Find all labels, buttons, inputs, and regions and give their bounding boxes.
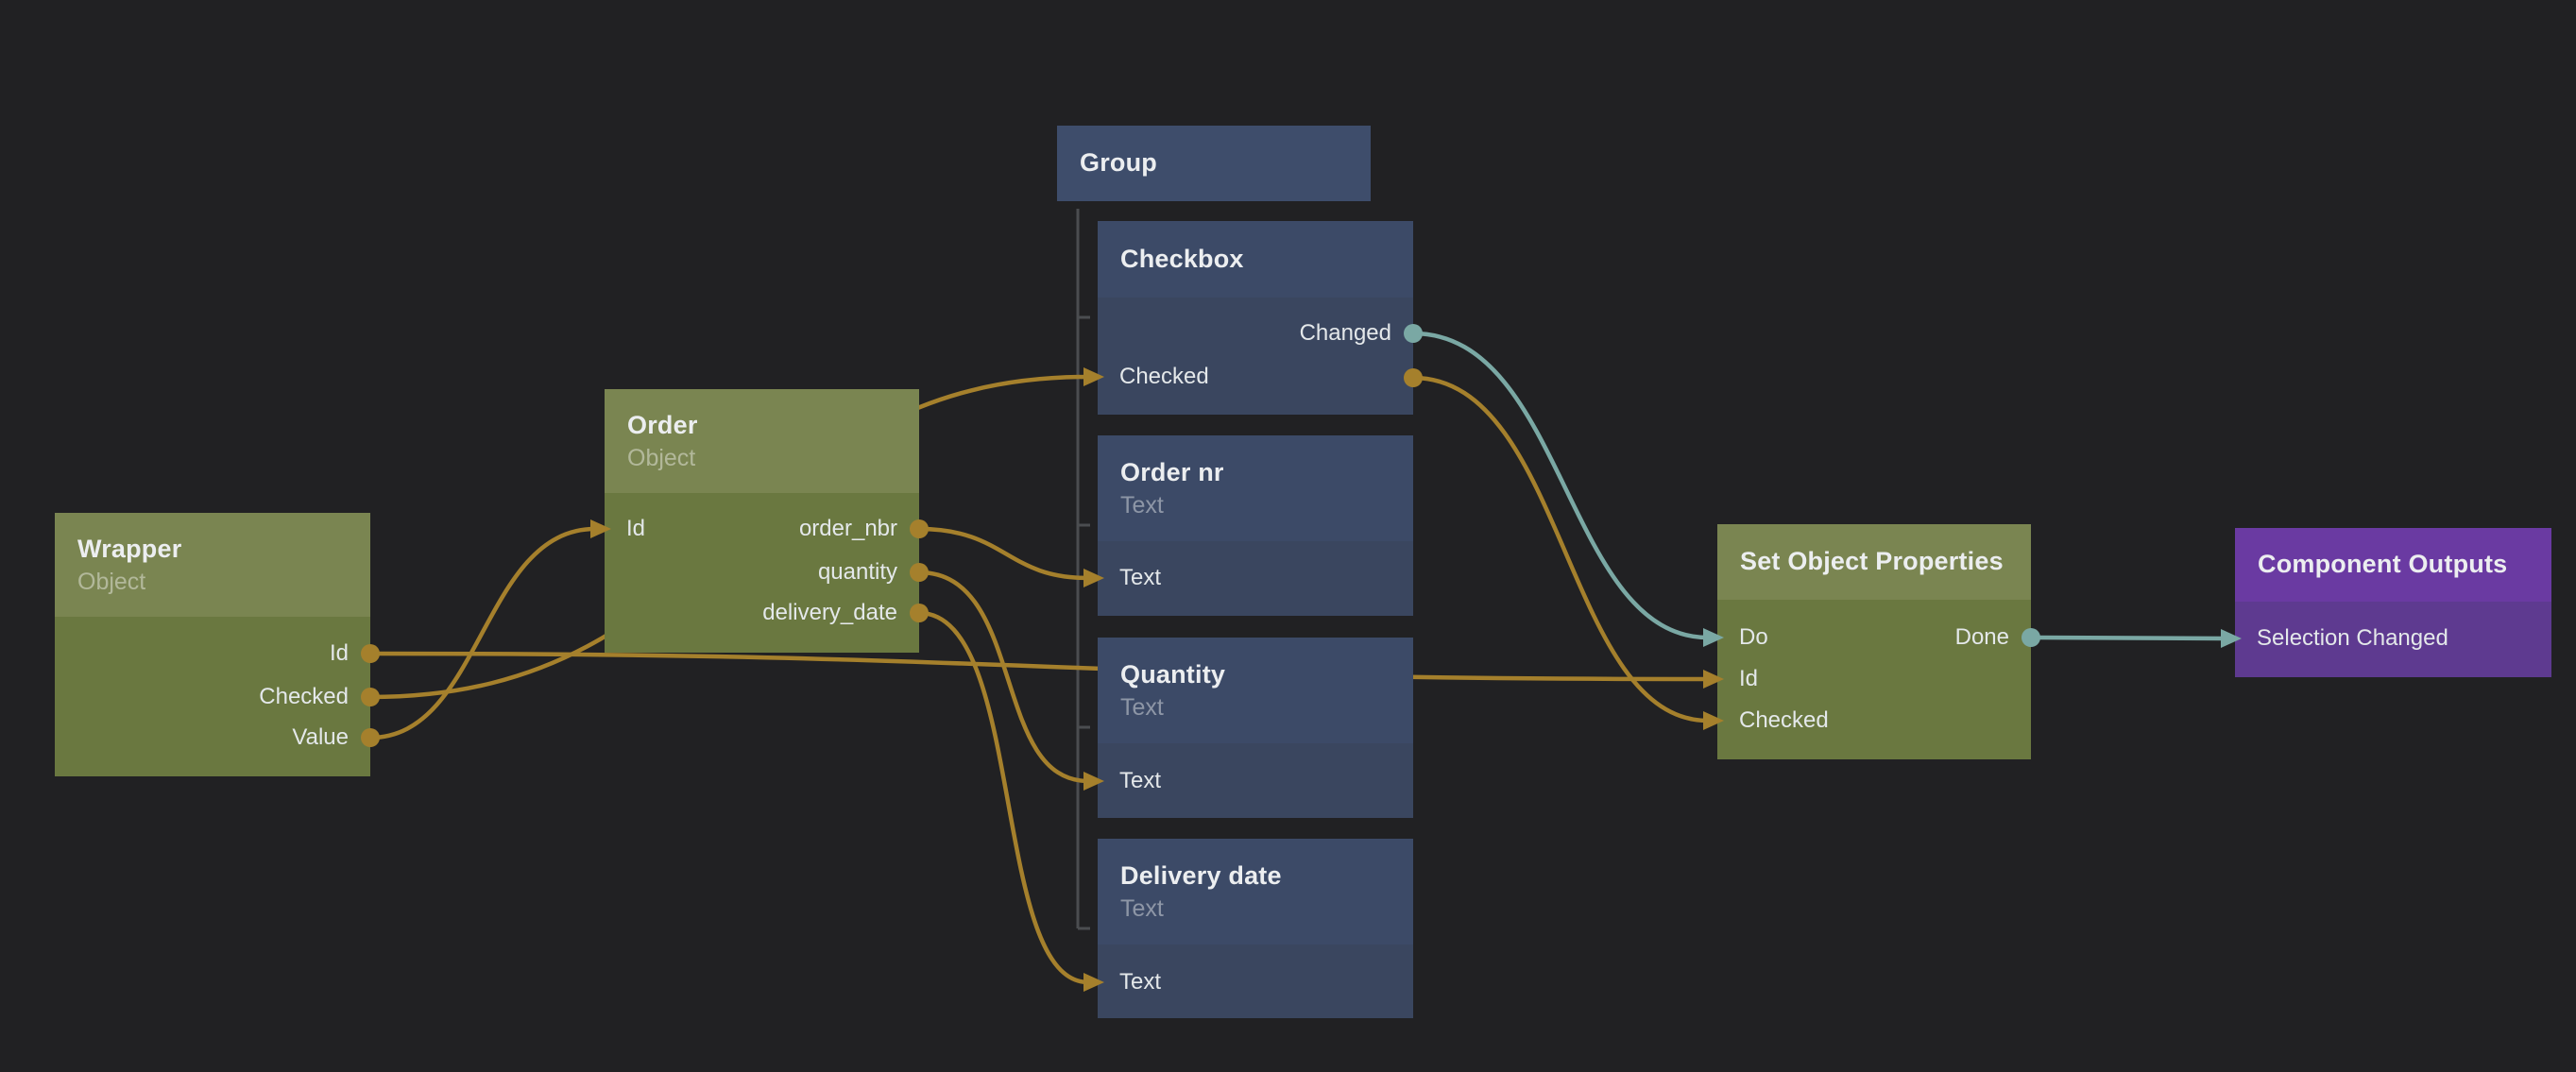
port-label: Do [1739,624,1768,650]
port-label: Done [1954,624,2009,650]
node-order-nr[interactable]: Order nr Text Text [1098,435,1413,616]
node-wrapper[interactable]: Wrapper Object Id Checked Value [55,513,370,776]
port-setobj-do-done[interactable]: Do Done [1717,623,2031,652]
port-wrapper-checked[interactable]: Checked [55,683,370,711]
port-order-quantity[interactable]: quantity [605,558,919,587]
port-label: quantity [817,559,897,585]
node-quantity-header: Quantity Text [1098,638,1413,743]
node-subtitle: Text [1120,895,1164,923]
node-quantity[interactable]: Quantity Text Text [1098,638,1413,818]
wire-checkbox-checked-to-setobj-checked[interactable] [1412,375,1709,723]
node-title: Checkbox [1120,244,1244,273]
port-label: Checked [1119,364,1209,389]
port-label: Id [626,516,646,541]
port-componentoutputs-selection-changed[interactable]: Selection Changed [2235,624,2551,653]
port-label: Id [1739,666,1759,691]
wire-order-deliverydate-to-deliverydate-text[interactable] [918,610,1089,985]
node-set-object-properties-header: Set Object Properties [1717,524,2031,600]
node-title: Group [1080,148,1157,178]
node-wrapper-header: Wrapper Object [55,513,370,617]
port-setobj-id[interactable]: Id [1717,665,2031,693]
node-title: Quantity [1120,659,1226,689]
node-set-object-properties[interactable]: Set Object Properties Do Done Id Checked [1717,524,2031,759]
port-delivery-date-text[interactable]: Text [1098,968,1413,996]
port-label: Text [1119,768,1162,793]
node-subtitle: Text [1120,492,1164,519]
port-order-id-ordernbr[interactable]: Id order_nbr [605,515,919,543]
wire-checkbox-changed-to-setobj-do[interactable] [1412,331,1709,640]
wire-order-quantity-to-quantity-text[interactable] [918,570,1089,784]
port-label: Changed [1299,320,1391,346]
port-label: Id [329,640,349,666]
node-title: Order nr [1120,457,1224,486]
port-checkbox-checked[interactable]: Checked [1098,363,1413,391]
node-group[interactable]: Group [1057,126,1371,201]
port-order-nr-text[interactable]: Text [1098,564,1413,592]
port-wrapper-value[interactable]: Value [55,723,370,752]
node-title: Set Object Properties [1740,547,2004,576]
port-label: Checked [1739,707,1829,733]
node-checkbox[interactable]: Checkbox Changed Checked [1098,221,1413,415]
node-component-outputs[interactable]: Component Outputs Selection Changed [2235,528,2551,677]
port-label: Selection Changed [2257,625,2448,651]
node-checkbox-header: Checkbox [1098,221,1413,298]
node-delivery-date-header: Delivery date Text [1098,839,1413,944]
port-label: Value [292,724,349,750]
port-checkbox-changed[interactable]: Changed [1098,319,1413,348]
wire-wrapper-value-to-order-id[interactable] [369,526,596,740]
port-label: order_nbr [798,516,897,541]
node-order-header: Order Object [605,389,919,493]
port-order-deliverydate[interactable]: delivery_date [605,599,919,627]
node-title: Order [627,410,698,439]
port-label: Text [1119,969,1162,995]
group-hierarchy-line [1076,209,1090,930]
port-label: Text [1119,565,1162,590]
wire-wrapper-id-to-setobj-id[interactable] [369,651,1709,682]
port-label: delivery_date [762,600,897,625]
port-label: Checked [259,684,349,709]
node-title: Component Outputs [2258,550,2508,579]
node-title: Delivery date [1120,860,1282,890]
node-title: Wrapper [77,534,182,563]
node-subtitle: Object [627,445,696,472]
node-order[interactable]: Order Object Id order_nbr quantity deliv… [605,389,919,653]
node-subtitle: Text [1120,694,1164,722]
port-setobj-checked[interactable]: Checked [1717,706,2031,735]
port-wrapper-id[interactable]: Id [55,639,370,668]
node-order-nr-header: Order nr Text [1098,435,1413,541]
wire-order-ordernbr-to-ordernr-text[interactable] [918,526,1089,581]
node-delivery-date[interactable]: Delivery date Text Text [1098,839,1413,1018]
node-subtitle: Object [77,569,146,596]
port-quantity-text[interactable]: Text [1098,767,1413,795]
node-component-outputs-header: Component Outputs [2235,528,2551,602]
